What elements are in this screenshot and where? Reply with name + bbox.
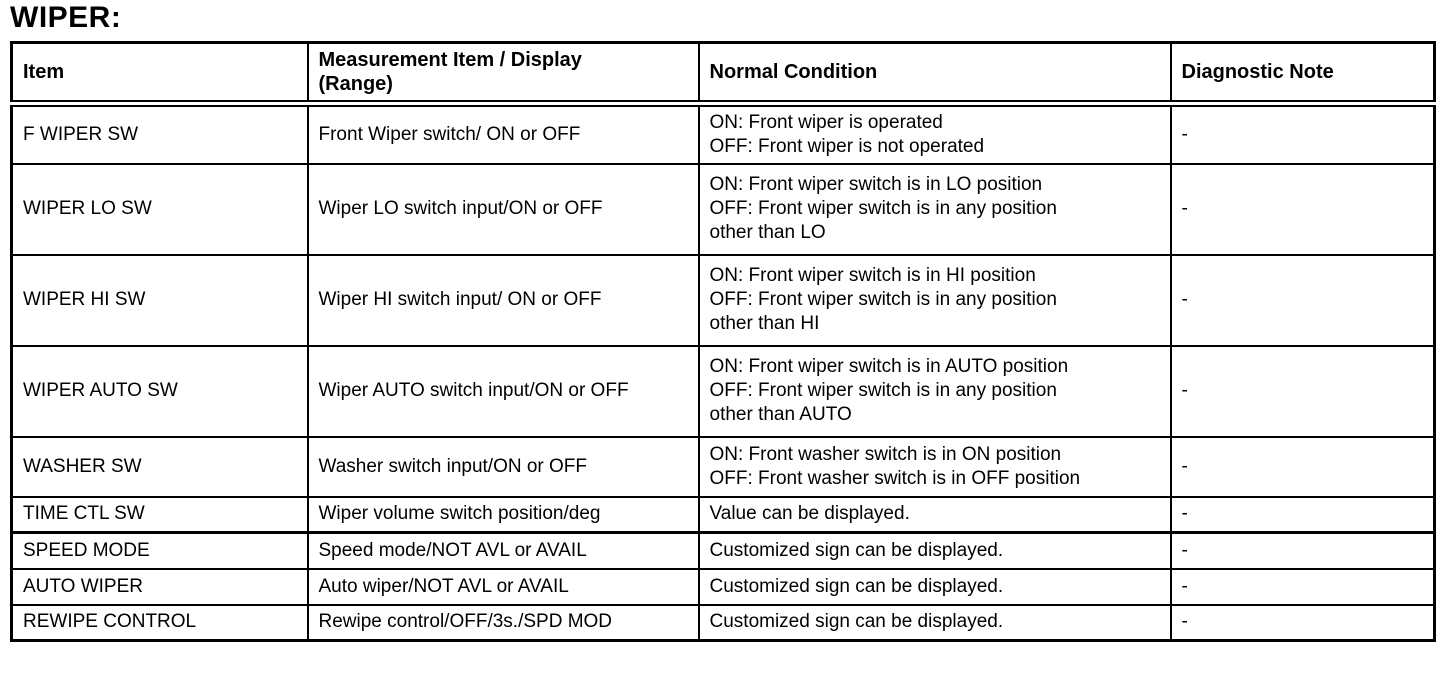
cell-item: SPEED MODE — [10, 531, 309, 570]
table-row: WIPER LO SW Wiper LO switch input/ON or … — [10, 162, 1436, 256]
cell-diagnostic-note: - — [1169, 162, 1436, 256]
header-item: Item — [10, 41, 309, 107]
wiper-data-table: Item Measurement Item / Display (Range) … — [10, 40, 1436, 642]
cell-measurement: Wiper AUTO switch input/ON or OFF — [306, 344, 700, 438]
cell-measurement: Wiper LO switch input/ON or OFF — [306, 162, 700, 256]
cell-measurement: Washer switch input/ON or OFF — [306, 435, 700, 498]
cell-measurement: Front Wiper switch/ ON or OFF — [306, 102, 700, 165]
cell-measurement: Rewipe control/OFF/3s./SPD MOD — [306, 603, 700, 642]
table-row: REWIPE CONTROL Rewipe control/OFF/3s./SP… — [10, 603, 1436, 642]
page-title: WIPER: — [10, 1, 122, 34]
header-diagnostic-note: Diagnostic Note — [1169, 41, 1436, 107]
header-measurement: Measurement Item / Display (Range) — [306, 41, 700, 107]
cell-normal-condition: Customized sign can be displayed. — [697, 531, 1172, 570]
cell-measurement: Auto wiper/NOT AVL or AVAIL — [306, 567, 700, 606]
cell-normal-condition: ON: Front wiper switch is in HI position… — [697, 253, 1172, 347]
cell-measurement: Wiper volume switch position/deg — [306, 495, 700, 534]
table-row: AUTO WIPER Auto wiper/NOT AVL or AVAIL C… — [10, 567, 1436, 606]
cell-normal-condition: Customized sign can be displayed. — [697, 567, 1172, 606]
cell-diagnostic-note: - — [1169, 253, 1436, 347]
cell-measurement: Wiper HI switch input/ ON or OFF — [306, 253, 700, 347]
cell-item: TIME CTL SW — [10, 495, 309, 534]
cell-diagnostic-note: - — [1169, 495, 1436, 534]
cell-diagnostic-note: - — [1169, 603, 1436, 642]
cell-measurement: Speed mode/NOT AVL or AVAIL — [306, 531, 700, 570]
cell-normal-condition: ON: Front wiper switch is in AUTO positi… — [697, 344, 1172, 438]
cell-item: F WIPER SW — [10, 102, 309, 165]
cell-diagnostic-note: - — [1169, 567, 1436, 606]
cell-item: REWIPE CONTROL — [10, 603, 309, 642]
cell-diagnostic-note: - — [1169, 435, 1436, 498]
table-row: WIPER AUTO SW Wiper AUTO switch input/ON… — [10, 344, 1436, 438]
cell-item: WASHER SW — [10, 435, 309, 498]
header-normal-condition: Normal Condition — [697, 41, 1172, 107]
cell-item: WIPER AUTO SW — [10, 344, 309, 438]
cell-normal-condition: Customized sign can be displayed. — [697, 603, 1172, 642]
table-row: F WIPER SW Front Wiper switch/ ON or OFF… — [10, 102, 1436, 165]
cell-normal-condition: Value can be displayed. — [697, 495, 1172, 534]
cell-diagnostic-note: - — [1169, 344, 1436, 438]
cell-item: AUTO WIPER — [10, 567, 309, 606]
cell-normal-condition: ON: Front wiper switch is in LO position… — [697, 162, 1172, 256]
table-header-row: Item Measurement Item / Display (Range) … — [10, 41, 1436, 107]
table-row: SPEED MODE Speed mode/NOT AVL or AVAIL C… — [10, 531, 1436, 570]
table-row: WIPER HI SW Wiper HI switch input/ ON or… — [10, 253, 1436, 347]
cell-item: WIPER HI SW — [10, 253, 309, 347]
cell-normal-condition: ON: Front washer switch is in ON positio… — [697, 435, 1172, 498]
cell-diagnostic-note: - — [1169, 102, 1436, 165]
table-row: TIME CTL SW Wiper volume switch position… — [10, 495, 1436, 534]
cell-diagnostic-note: - — [1169, 531, 1436, 570]
cell-item: WIPER LO SW — [10, 162, 309, 256]
table-row: WASHER SW Washer switch input/ON or OFF … — [10, 435, 1436, 498]
cell-normal-condition: ON: Front wiper is operated OFF: Front w… — [697, 102, 1172, 165]
